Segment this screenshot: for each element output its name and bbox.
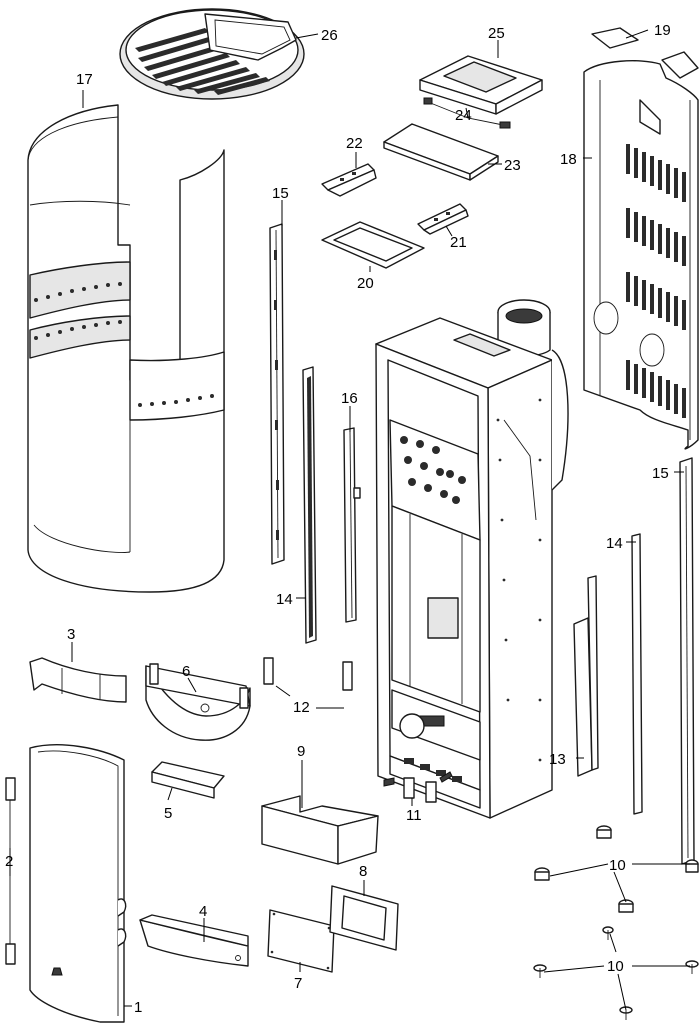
callout-6: 6 [182, 663, 190, 680]
callout-21: 21 [450, 234, 467, 251]
part-18-rear-cover [583, 60, 699, 450]
part-26-top-grate [119, 8, 305, 100]
part-7-flat-panel [267, 909, 335, 973]
part-13-side-bracket [573, 575, 599, 777]
callout-23: 23 [504, 157, 521, 174]
callout-17: 17 [76, 71, 93, 88]
part-15-vertical-rail-right [679, 457, 695, 865]
part-23-tray [383, 123, 499, 181]
callout-12: 12 [293, 699, 310, 716]
part-9-ash-box [261, 795, 379, 865]
part-1-front-door-panel [29, 744, 127, 1023]
callout-13: 13 [549, 751, 566, 768]
part-25-top-cover [419, 55, 543, 115]
part-6-front-baffle [145, 663, 251, 741]
callout-10-lower: 10 [607, 958, 624, 975]
callout-19: 19 [654, 22, 671, 39]
part-3-curved-plate [29, 657, 127, 703]
part-11-hardware [383, 771, 453, 803]
part-21-bracket [417, 203, 469, 235]
callout-26: 26 [321, 27, 338, 44]
part-20-gasket [321, 221, 425, 269]
callout-22: 22 [346, 135, 363, 152]
callout-25: 25 [488, 25, 505, 42]
part-8-gasket-frame [329, 885, 399, 951]
callout-16: 16 [341, 390, 358, 407]
callout-14-right: 14 [606, 535, 623, 552]
part-12-small-brackets [263, 657, 353, 691]
callout-18: 18 [560, 151, 577, 168]
part-14-vertical-strip-left [302, 366, 317, 644]
part-4-ash-drawer-front [139, 914, 249, 967]
part-5-small-bracket [151, 761, 225, 799]
callout-3: 3 [67, 626, 75, 643]
callout-15-left: 15 [272, 185, 289, 202]
leader-lines [9, 29, 690, 1011]
callout-5: 5 [164, 805, 172, 822]
callout-8: 8 [359, 863, 367, 880]
callout-20: 20 [357, 275, 374, 292]
part-19-top-plates [591, 27, 699, 79]
callout-24: 24 [455, 107, 472, 124]
part-22-bracket [321, 163, 377, 197]
callout-11: 11 [406, 807, 422, 824]
callout-1: 1 [134, 999, 142, 1016]
callout-4: 4 [199, 903, 207, 920]
part-15-vertical-rail-left [269, 223, 285, 565]
callout-15-right: 15 [652, 465, 669, 482]
callout-7: 7 [294, 975, 302, 992]
part-10-feet [533, 825, 699, 1020]
part-17-outer-shell [27, 104, 225, 593]
callout-9: 9 [297, 743, 305, 760]
callout-labels: 26 17 19 18 25 24 23 22 21 20 15 16 14 1… [5, 22, 671, 1016]
callout-14-left: 14 [276, 591, 293, 608]
callout-10-upper: 10 [609, 857, 626, 874]
part-16-vertical-bracket [343, 427, 361, 623]
stove-body-frame [375, 299, 569, 819]
part-14-vertical-strip-right [631, 533, 643, 815]
part-2-hinge [5, 777, 16, 965]
callout-2: 2 [5, 853, 13, 870]
